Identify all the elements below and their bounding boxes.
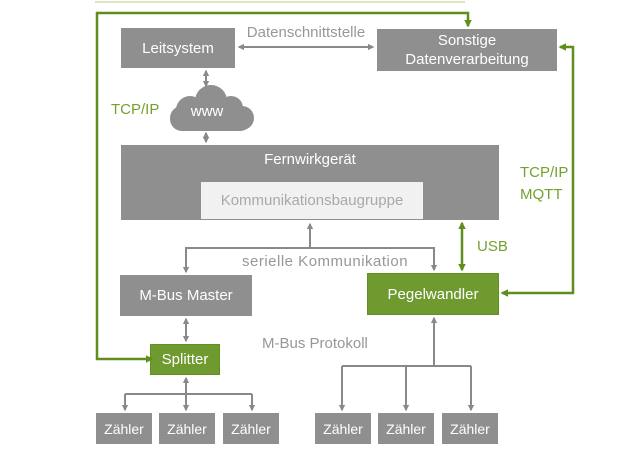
tcpip-mqtt-line1: TCP/IP [520, 164, 569, 181]
zaehler-box-6: Zähler [442, 413, 498, 444]
leitsystem-box: Leitsystem [121, 28, 235, 68]
pegelwandler-box: Pegelwandler [367, 273, 499, 315]
zaehler-box-5: Zähler [378, 413, 434, 444]
tcpip-mqtt-label: TCP/IP MQTT [520, 162, 568, 206]
tcpip-left-label: TCP/IP [111, 101, 160, 118]
serielle-kommunikation-label: serielle Kommunikation [242, 253, 409, 270]
zaehler-box-3: Zähler [223, 413, 279, 444]
sonstige-line2: Datenverarbeitung [405, 51, 529, 68]
mbus-protokoll-label: M-Bus Protokoll [262, 335, 368, 352]
splitter-box: Splitter [150, 344, 220, 375]
tcpip-mqtt-line2: MQTT [520, 186, 563, 203]
mbus-master-box: M-Bus Master [120, 275, 252, 316]
usb-label: USB [477, 238, 508, 255]
datenschnittstelle-label: Datenschnittstelle [246, 24, 366, 41]
zaehler-box-2: Zähler [159, 413, 215, 444]
zaehler-box-4: Zähler [315, 413, 371, 444]
zaehler-box-1: Zähler [96, 413, 152, 444]
sonstige-line1: Sonstige [437, 32, 497, 49]
www-label: www [190, 103, 224, 120]
kommunikationsbaugruppe-box: Kommunikationsbaugruppe [201, 182, 423, 219]
sonstige-datenverarbeitung-box: Sonstige Datenverarbeitung [377, 29, 557, 71]
